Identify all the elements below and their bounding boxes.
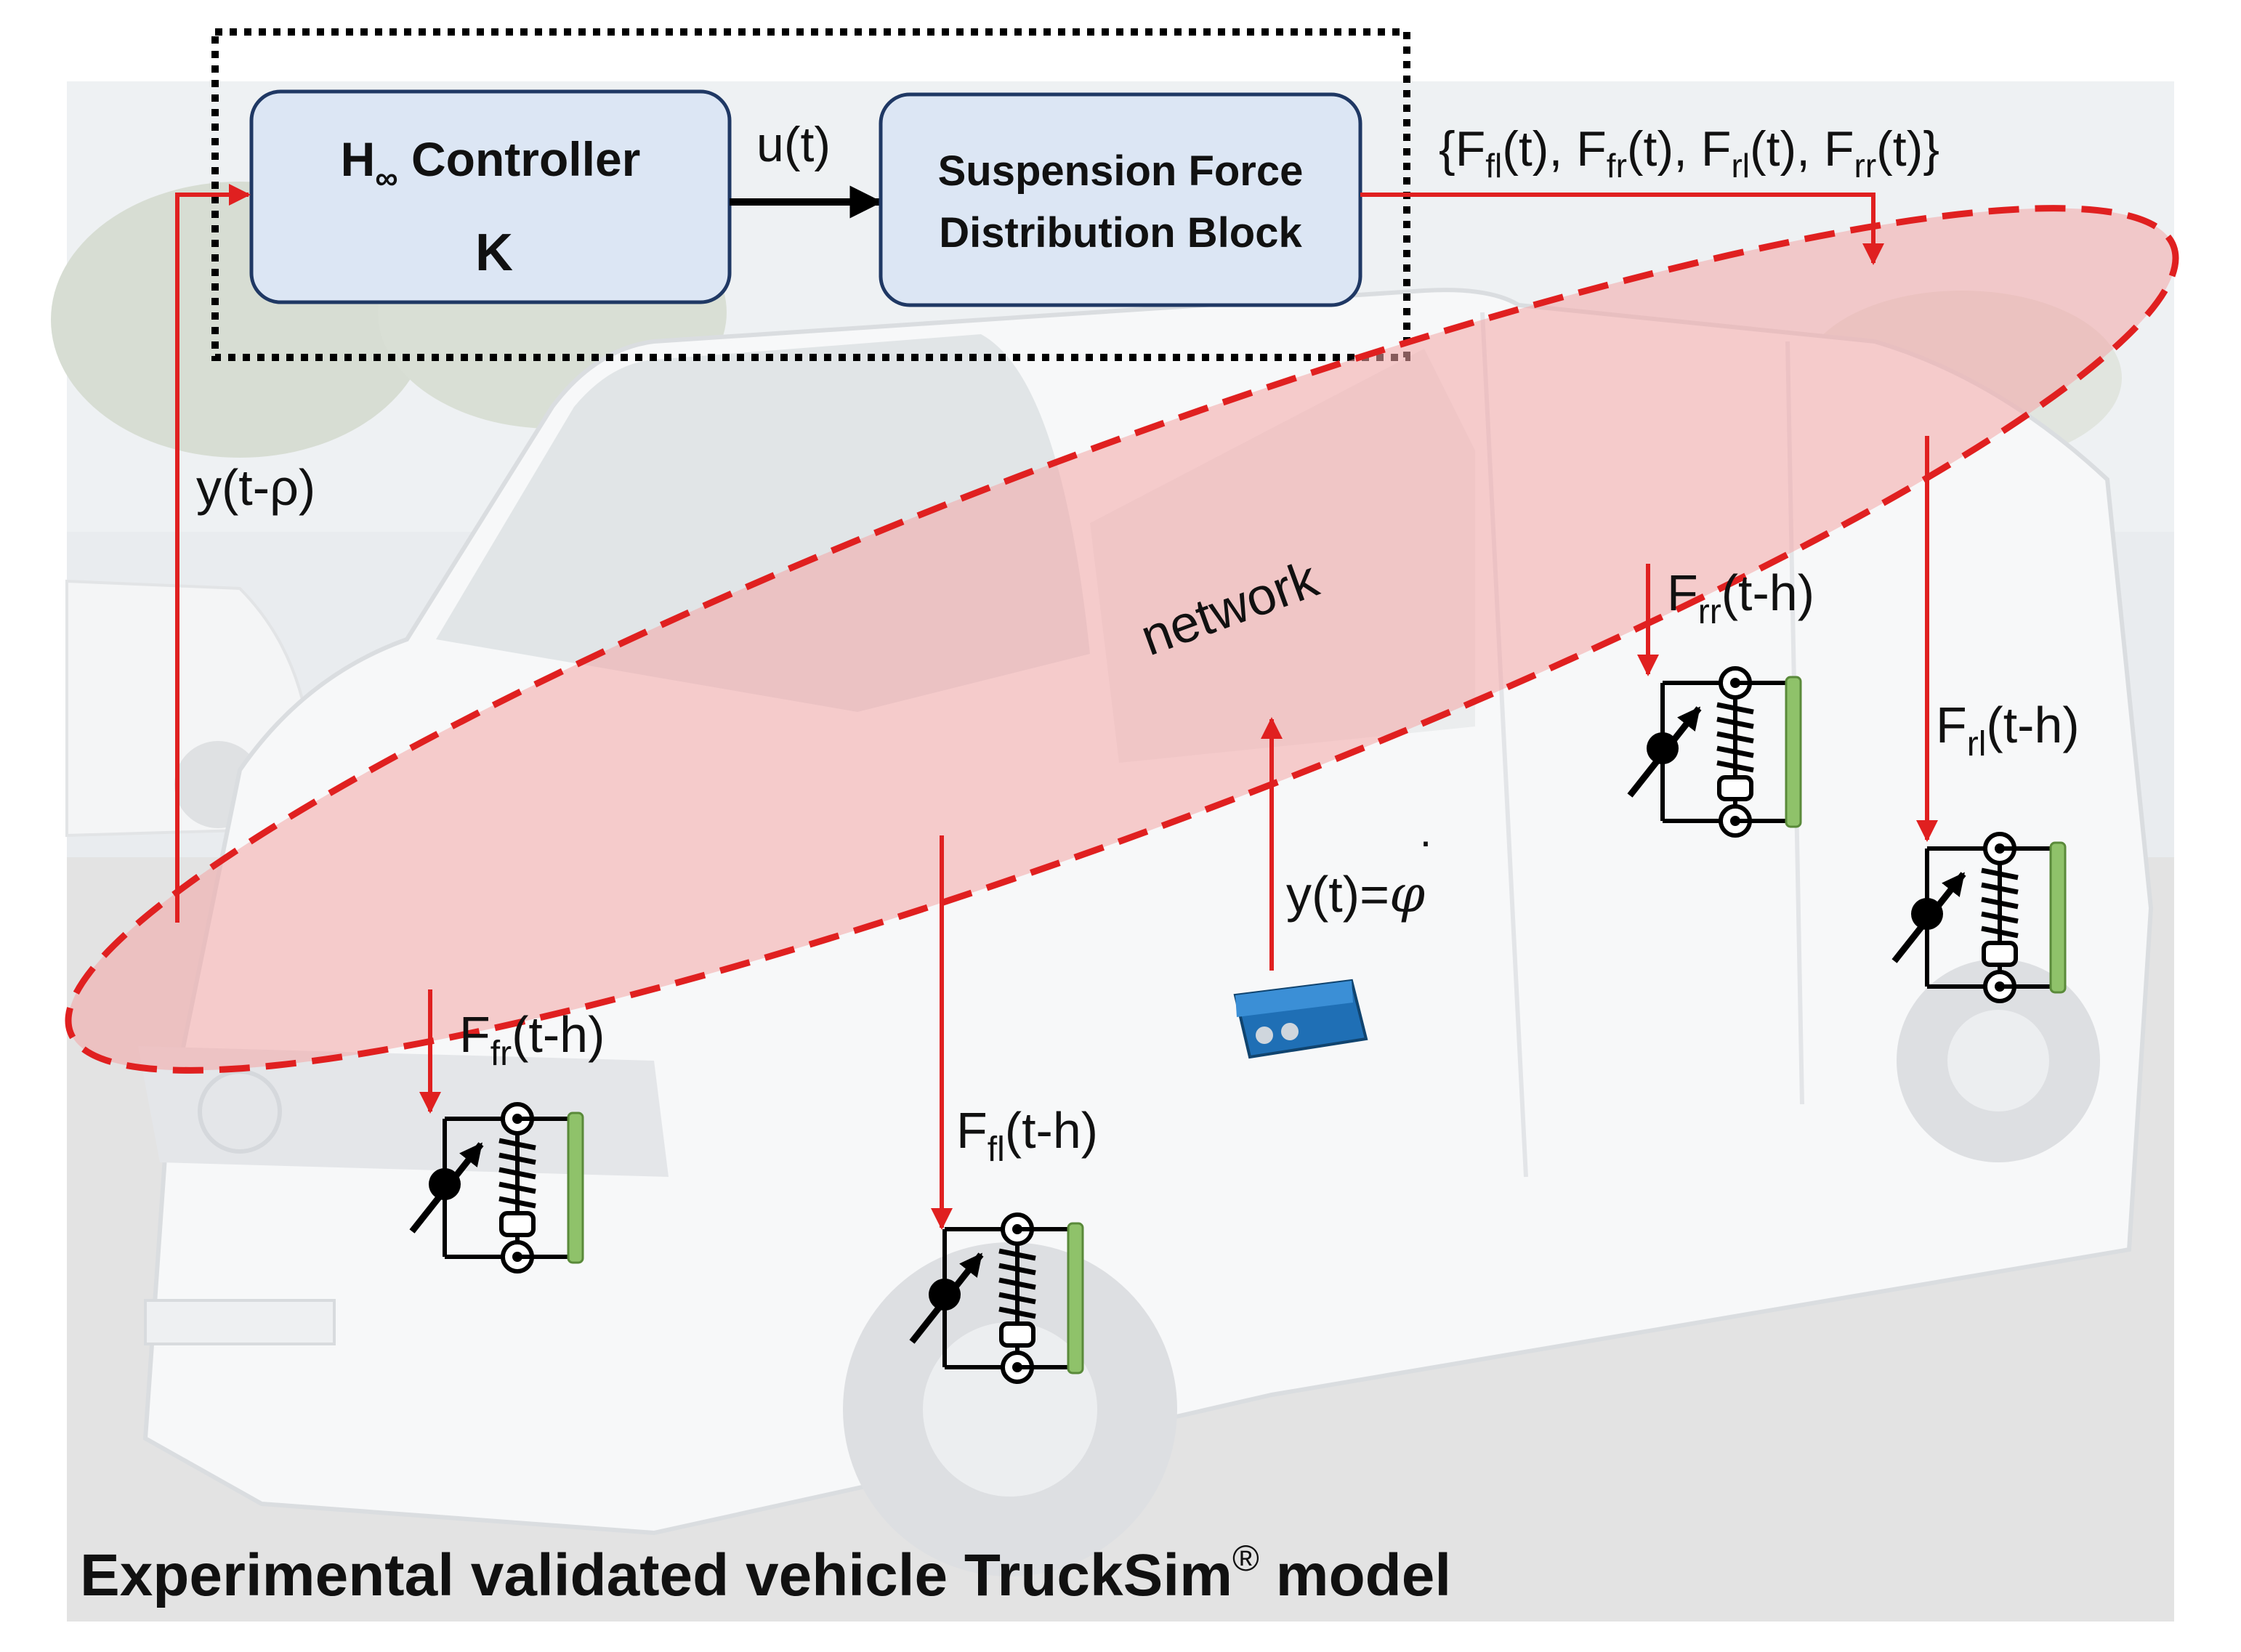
distribution-block: Suspension Force Distribution Block	[879, 92, 1362, 307]
actuator-fl-label: Ffl(t-h)	[956, 1102, 1098, 1169]
actuator-rr: Frr(t-h)	[1630, 564, 1814, 835]
measurement-dot: ·	[1418, 817, 1433, 865]
actuator-rl: Frl(t-h)	[1894, 697, 2080, 1001]
actuator-fr: Ffr(t-h)	[412, 1006, 605, 1271]
feedback-signal-label: y(t-ρ)	[196, 459, 315, 516]
control-signal-label: u(t)	[756, 117, 831, 172]
distribution-block-line1: Suspension Force	[938, 147, 1304, 195]
imu-sensor-icon	[1233, 979, 1368, 1059]
controller-block: H∞ Controller K	[249, 89, 732, 304]
footer-caption: Experimental validated vehicle TruckSim®…	[80, 1538, 1451, 1608]
actuator-fr-label: Ffr(t-h)	[459, 1006, 605, 1073]
distribution-block-line2: Distribution Block	[939, 209, 1302, 256]
network-ellipse	[65, 205, 2179, 1074]
actuator-fl: Ffl(t-h)	[912, 1102, 1098, 1382]
force-vector-label: {Ffl(t), Ffr(t), Frl(t), Frr(t)}	[1439, 121, 1939, 185]
actuator-rl-label: Frl(t-h)	[1936, 697, 2080, 764]
signal-lines	[175, 184, 1938, 1230]
controller-gain: K	[475, 224, 513, 282]
actuator-rr-label: Frr(t-h)	[1667, 564, 1814, 631]
controller-title: H∞ Controller	[341, 132, 641, 196]
measurement-label: y(t)=φ	[1286, 865, 1425, 924]
